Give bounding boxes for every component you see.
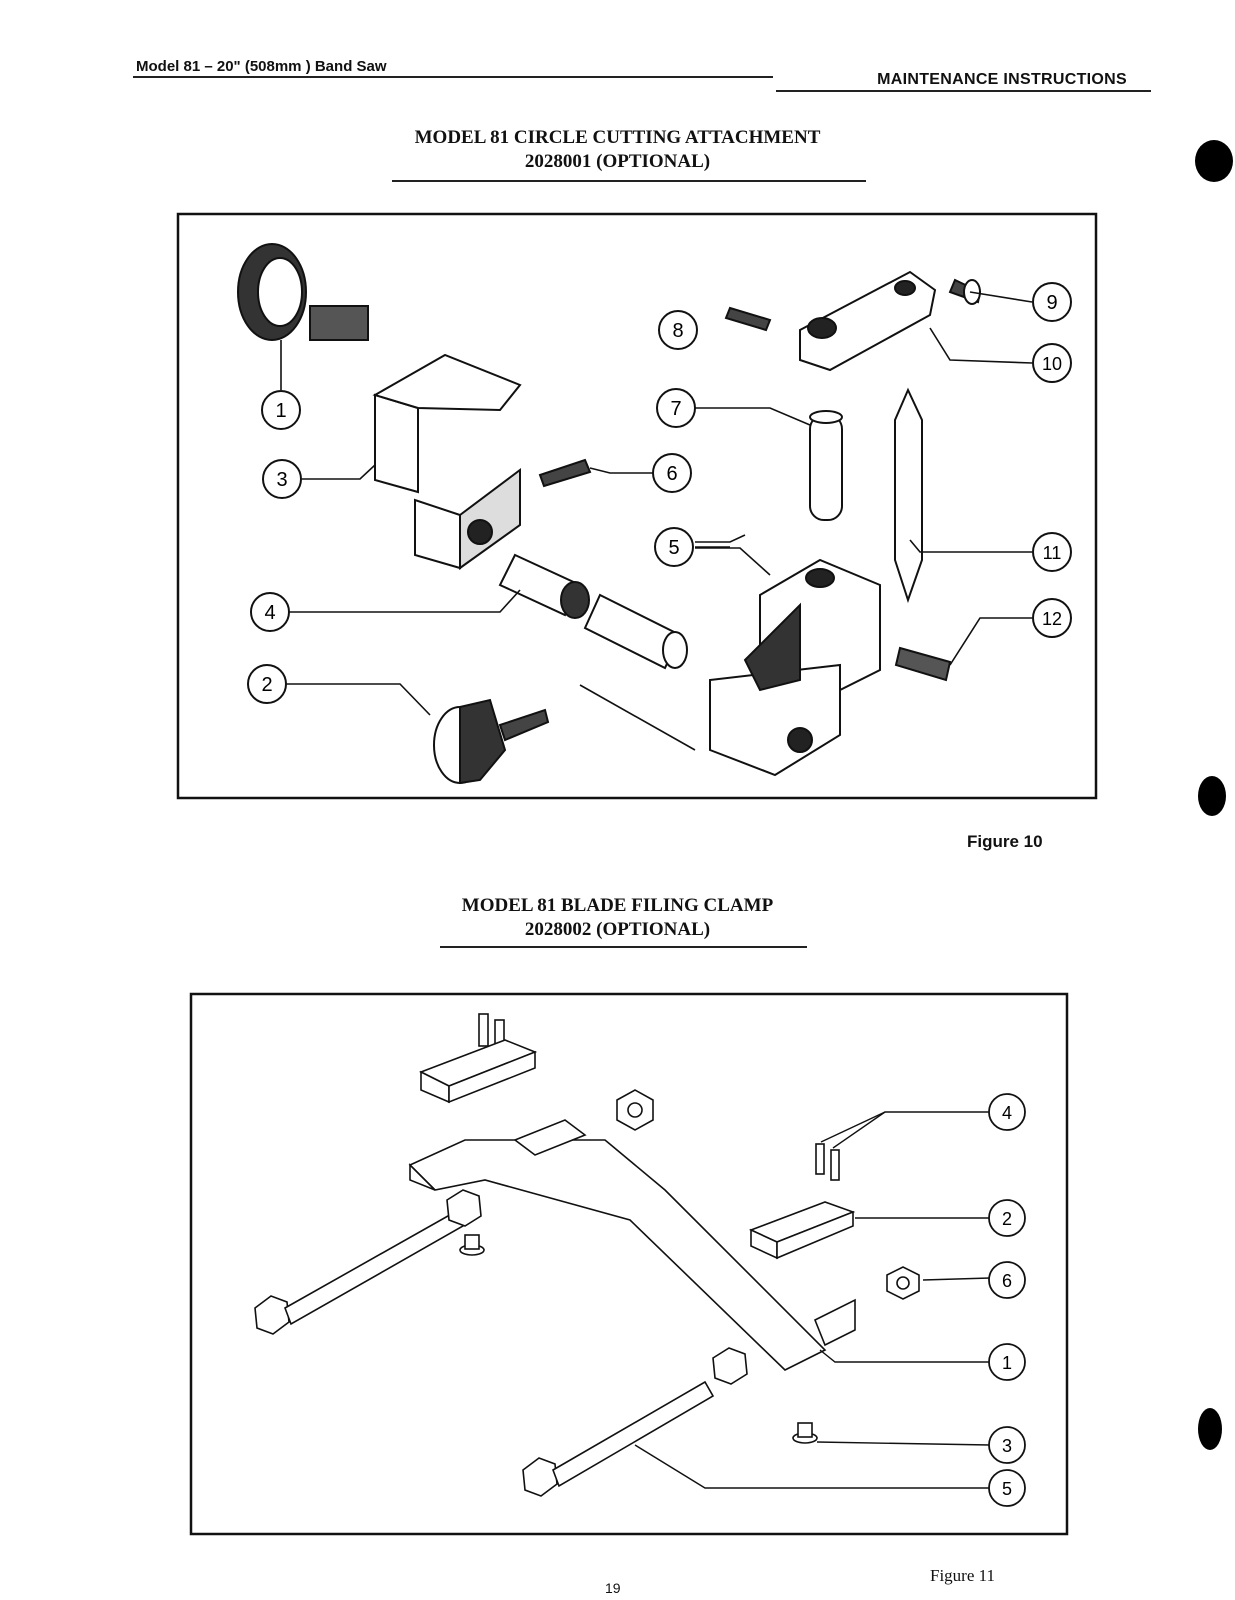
part-bolt-5-head [522,1457,558,1497]
figure11-leaders [634,1111,991,1489]
binder-hole-middle [1198,776,1226,816]
part-collar-right [712,1347,748,1385]
svg-text:11: 11 [1043,543,1062,563]
part-bolt-left-head [254,1295,290,1335]
figure10-diagram: 1 3 4 2 8 7 6 5 9 10 11 12 [176,212,1098,800]
callout-8: 8 [658,310,698,350]
figure10-frame [176,212,1098,800]
svg-text:9: 9 [1046,292,1057,314]
part-pin-top-left-a [478,1013,489,1047]
header-rule-right [776,90,1151,92]
part-arm-10 [799,270,937,372]
section2-title-block: MODEL 81 BLADE FILING CLAMP 2028002 (OPT… [0,894,1235,942]
svg-text:4: 4 [264,602,275,624]
part-pin-4a [815,1143,825,1175]
callout-3: 3 [988,1426,1026,1464]
section1-title-rule [392,180,866,182]
svg-text:8: 8 [672,320,683,342]
callout-1: 1 [988,1343,1026,1381]
callout-10: 10 [1032,343,1072,383]
part-block-3 [374,393,419,494]
figure10-callouts: 1 3 4 2 8 7 6 5 9 10 11 12 [247,282,1072,704]
svg-text:2: 2 [261,674,272,696]
page-number: 19 [605,1580,621,1596]
part-screw-6 [538,458,592,488]
part-knob-1-screw [309,305,369,341]
section1-title: MODEL 81 CIRCLE CUTTING ATTACHMENT [414,127,821,148]
callout-5: 5 [988,1469,1026,1507]
callout-5: 5 [654,527,694,567]
figure10-caption: Figure 10 [967,832,1043,851]
figure11-callouts: 4 2 6 1 3 5 [988,1093,1026,1507]
callout-11: 11 [1032,532,1072,572]
part-screw-12 [894,646,952,682]
section2-title-rule [440,946,807,948]
callout-9: 9 [1032,282,1072,322]
svg-text:3: 3 [1002,1436,1012,1456]
callout-6: 6 [988,1261,1026,1299]
figure10-leaders [280,291,1033,751]
section1-title-block: MODEL 81 CIRCLE CUTTING ATTACHMENT 20280… [0,126,1235,174]
svg-text:4: 4 [1002,1103,1012,1123]
svg-text:6: 6 [1002,1271,1012,1291]
callout-2: 2 [988,1199,1026,1237]
section2-subtitle: 2028002 (OPTIONAL) [524,919,711,940]
header-section: MAINTENANCE INSTRUCTIONS [877,71,1127,88]
section2-title: MODEL 81 BLADE FILING CLAMP [461,895,774,916]
svg-text:1: 1 [1002,1353,1012,1373]
svg-text:2: 2 [1002,1209,1012,1229]
svg-text:7: 7 [670,398,681,420]
callout-4: 4 [988,1093,1026,1131]
callout-2: 2 [247,664,287,704]
figure11-parts [254,1013,920,1497]
binder-hole-top [1195,140,1233,182]
svg-text:3: 3 [276,469,287,491]
callout-3: 3 [262,459,302,499]
callout-4: 4 [250,592,290,632]
callout-1: 1 [261,390,301,430]
figure11-diagram: 4 2 6 1 3 5 [189,992,1069,1536]
figure11-caption: Figure 11 [930,1566,996,1585]
figure10-parts [237,243,982,785]
figure11-frame [189,992,1069,1536]
svg-text:10: 10 [1042,354,1062,374]
header-rule-left [133,76,773,78]
header-model: Model 81 – 20" (508mm ) Band Saw [136,58,387,75]
binder-hole-bottom [1198,1408,1222,1450]
svg-text:5: 5 [1002,1479,1012,1499]
svg-text:5: 5 [668,537,679,559]
svg-text:12: 12 [1042,609,1062,629]
part-pointer-11 [894,387,923,604]
section1-subtitle: 2028001 (OPTIONAL) [524,151,711,172]
svg-text:6: 6 [666,463,677,485]
svg-text:1: 1 [275,400,286,422]
callout-6: 6 [652,453,692,493]
part-pin-4b [830,1149,840,1181]
part-collar-left [446,1189,482,1227]
part-pin-8 [724,306,772,332]
callout-7: 7 [656,388,696,428]
callout-12: 12 [1032,598,1072,638]
part-pin-7 [809,414,843,521]
